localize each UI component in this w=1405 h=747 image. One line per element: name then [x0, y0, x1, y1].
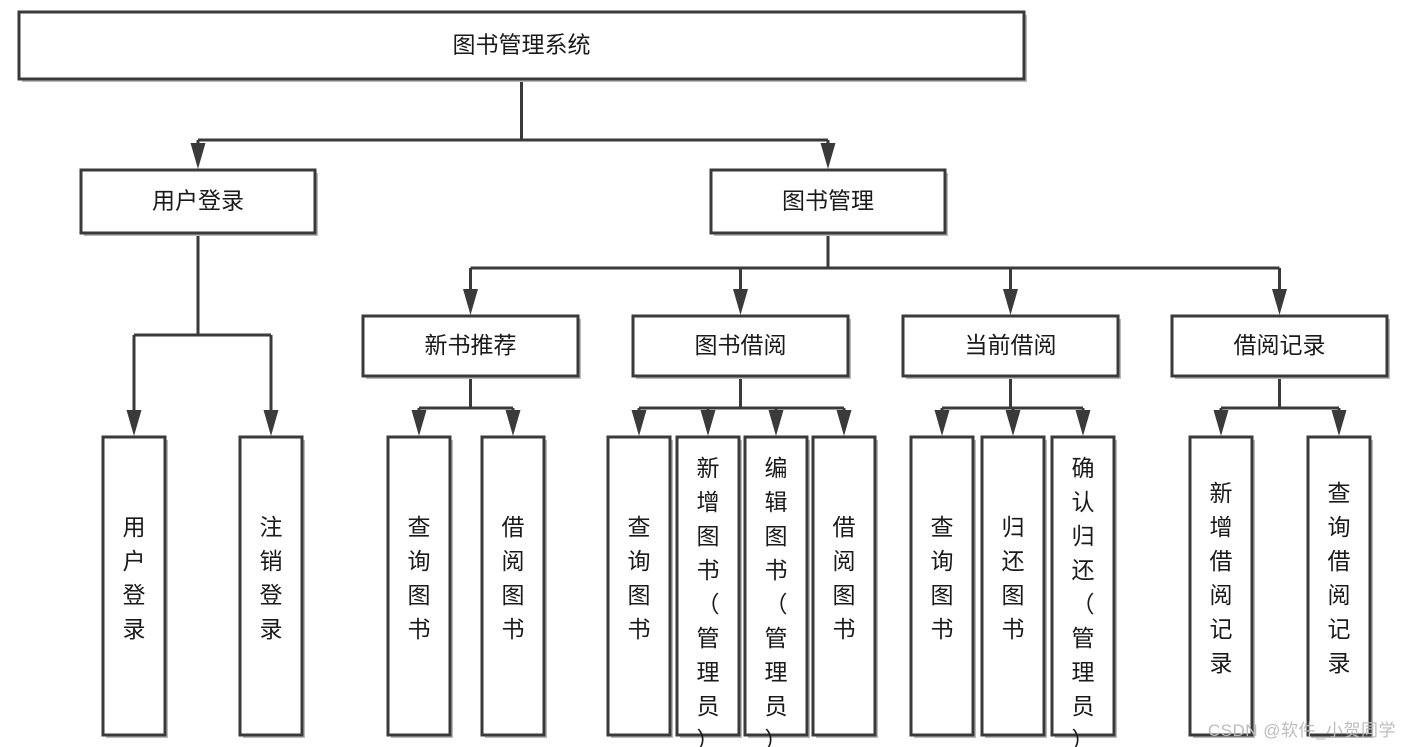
node-leaf-add-book[interactable]: 新增图书（管理员） [675, 435, 742, 747]
node-box[interactable] [901, 314, 1120, 378]
arrow-head-icon [1213, 410, 1229, 436]
node-box[interactable] [79, 168, 317, 235]
node-leaf-add-record[interactable]: 新增借阅记录 [1188, 435, 1255, 738]
node-borrow-record[interactable]: 借阅记录 [1170, 314, 1390, 379]
node-leaf-query-book-1[interactable]: 查询图书 [386, 435, 453, 738]
node-box[interactable] [101, 435, 167, 737]
connector-layer [126, 79, 1347, 436]
node-leaf-return-book[interactable]: 归还图书 [980, 435, 1047, 738]
arrow-head-icon [836, 410, 852, 436]
node-box[interactable] [361, 314, 580, 378]
node-box[interactable] [909, 435, 975, 737]
arrow-head-icon [1075, 410, 1091, 436]
node-user-login[interactable]: 用户登录 [79, 168, 318, 236]
arrow-head-icon [190, 143, 206, 169]
arrow-head-icon [1005, 410, 1021, 436]
arrow-head-icon [733, 289, 748, 315]
node-box[interactable] [631, 314, 850, 378]
connector-group [1213, 376, 1347, 436]
node-label: 查询图书 [408, 514, 431, 642]
node-box[interactable] [17, 10, 1026, 81]
node-leaf-borrow-book-2[interactable]: 借阅图书 [811, 435, 878, 738]
node-box[interactable] [709, 168, 947, 235]
connector-group [411, 376, 521, 436]
node-root[interactable]: 图书管理系统 [17, 10, 1027, 82]
node-label: 用户登录 [152, 188, 244, 214]
arrow-head-icon [1003, 289, 1018, 315]
node-box[interactable] [238, 435, 304, 737]
node-box[interactable] [980, 435, 1046, 737]
node-label: 新书推荐 [425, 332, 517, 358]
node-box[interactable] [743, 435, 809, 737]
connector-group [126, 233, 279, 436]
node-label: 查询图书 [931, 514, 954, 642]
node-label: 查询图书 [628, 514, 651, 642]
node-label: 图书借阅 [695, 332, 787, 358]
node-leaf-confirm-return[interactable]: 确认归还（管理员） [1050, 435, 1117, 747]
node-box[interactable] [1050, 435, 1116, 737]
arrow-head-icon [263, 410, 279, 436]
node-book-borrow[interactable]: 图书借阅 [631, 314, 851, 379]
node-label: 借阅图书 [833, 514, 856, 642]
node-leaf-user-login[interactable]: 用户登录 [101, 435, 168, 738]
node-box[interactable] [1188, 435, 1254, 737]
node-label: 编辑图书（管理员） [765, 455, 788, 747]
node-box[interactable] [386, 435, 452, 737]
arrow-head-icon [700, 410, 716, 436]
node-box[interactable] [1306, 435, 1372, 737]
node-leaf-logout[interactable]: 注销登录 [238, 435, 305, 738]
arrow-head-icon [126, 410, 142, 436]
arrow-head-icon [1272, 289, 1287, 315]
node-label: 确认归还（管理员） [1072, 455, 1095, 747]
node-new-book-recommend[interactable]: 新书推荐 [361, 314, 581, 379]
connector-group [631, 376, 852, 436]
node-box[interactable] [675, 435, 741, 737]
node-current-borrow[interactable]: 当前借阅 [901, 314, 1121, 379]
node-box[interactable] [811, 435, 877, 737]
arrow-head-icon [820, 143, 836, 169]
node-leaf-query-record[interactable]: 查询借阅记录 [1306, 435, 1373, 738]
node-box[interactable] [480, 435, 546, 737]
node-label: 图书管理 [782, 188, 874, 214]
node-label: 新增图书（管理员） [697, 455, 720, 747]
arrow-head-icon [463, 289, 478, 315]
node-leaf-edit-book[interactable]: 编辑图书（管理员） [743, 435, 810, 747]
connector-group [190, 79, 836, 169]
node-label: 查询借阅记录 [1328, 480, 1351, 676]
node-label: 新增借阅记录 [1210, 480, 1233, 676]
node-label: 图书管理系统 [453, 32, 591, 58]
node-label: 借阅记录 [1234, 332, 1326, 358]
node-label: 借阅图书 [502, 514, 525, 642]
node-label: 当前借阅 [965, 332, 1057, 358]
node-book-manage[interactable]: 图书管理 [709, 168, 948, 236]
node-label: 用户登录 [123, 514, 146, 642]
node-layer: 图书管理系统用户登录图书管理新书推荐图书借阅当前借阅借阅记录用户登录注销登录查询… [17, 10, 1390, 747]
connector-group [934, 376, 1091, 436]
arrow-head-icon [934, 410, 950, 436]
arrow-head-icon [768, 410, 784, 436]
node-leaf-borrow-book-1[interactable]: 借阅图书 [480, 435, 547, 738]
arrow-head-icon [411, 410, 427, 436]
connector-group [463, 233, 1287, 315]
node-box[interactable] [1170, 314, 1389, 378]
node-label: 归还图书 [1002, 514, 1025, 642]
node-box[interactable] [606, 435, 672, 737]
arrow-head-icon [631, 410, 647, 436]
arrow-head-icon [1331, 410, 1347, 436]
node-label: 注销登录 [260, 514, 283, 642]
node-leaf-query-book-3[interactable]: 查询图书 [909, 435, 976, 738]
arrow-head-icon [505, 410, 521, 436]
node-leaf-query-book-2[interactable]: 查询图书 [606, 435, 673, 738]
